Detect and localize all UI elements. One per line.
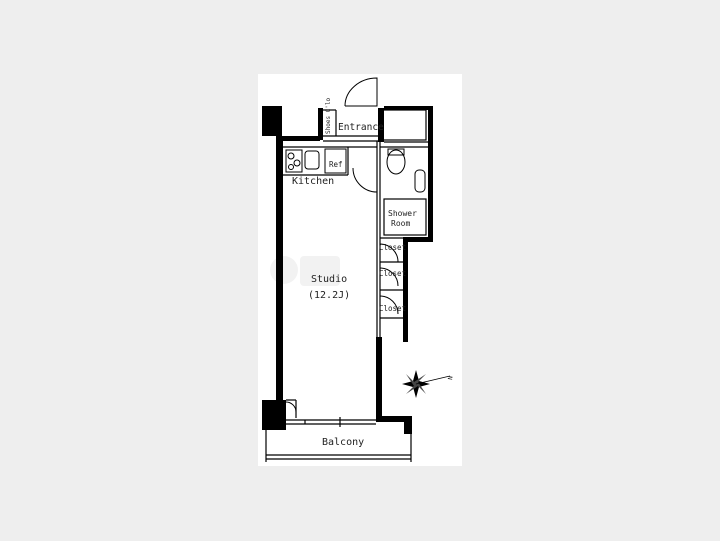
studio-size-label: (12.2J) <box>308 290 350 301</box>
entrance-label: Entrance <box>338 122 384 133</box>
refrigerator <box>324 148 347 174</box>
stove-top <box>285 149 303 173</box>
closet-2-label: Closet <box>379 269 406 278</box>
compass-north-label: N <box>447 375 455 380</box>
kitchen-label: Kitchen <box>292 176 334 187</box>
shower-room-label-line2: Room <box>391 219 410 228</box>
shower-room-label-line1: Shower <box>388 209 417 218</box>
sink <box>304 150 320 170</box>
shoes-closet-label: Shoes C'lo <box>325 97 332 134</box>
door-swings <box>285 77 399 413</box>
studio-label: Studio <box>311 274 347 285</box>
exterior-walls <box>262 106 433 434</box>
toilet <box>386 149 406 175</box>
refrigerator-label: Ref <box>329 160 343 169</box>
closet-3-label: Closet <box>379 304 406 313</box>
bath-fixtures <box>386 148 426 193</box>
kitchen-fixtures <box>285 148 347 174</box>
compass-icon <box>402 370 451 398</box>
balcony-label: Balcony <box>322 437 364 448</box>
washbasin <box>414 169 426 193</box>
closet-1-label: Closet <box>379 243 406 252</box>
